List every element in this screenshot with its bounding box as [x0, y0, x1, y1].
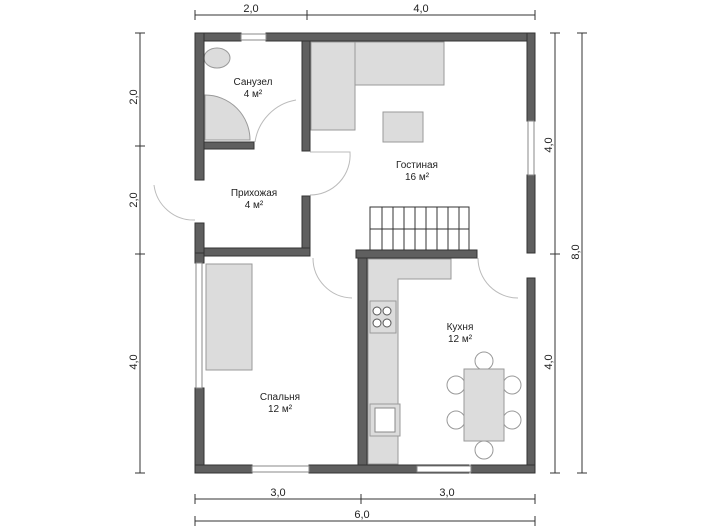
bed [205, 263, 253, 371]
room-name-kitchen: Кухня [447, 322, 474, 333]
dim-left-3: 4,0 [128, 354, 140, 369]
dim-right-total: 8,0 [570, 244, 582, 259]
room-name-bathroom: Санузел [234, 77, 273, 88]
dim-left-2: 2,0 [128, 192, 140, 207]
room-area-kitchen: 12 м² [448, 334, 473, 345]
toilet [203, 47, 231, 69]
sofa-corner [310, 41, 356, 131]
doors [153, 99, 519, 299]
room-area-living: 16 м² [405, 172, 430, 183]
room-area-hallway: 4 м² [245, 200, 264, 211]
room-name-hallway: Прихожая [231, 188, 277, 199]
dim-top-2: 4,0 [413, 3, 428, 15]
windows [195, 33, 535, 473]
room-name-living: Гостиная [396, 160, 438, 171]
stairs [369, 206, 470, 252]
stove [369, 300, 397, 334]
dim-left-1: 2,0 [128, 89, 140, 104]
room-name-bedroom: Спальня [260, 392, 300, 403]
dim-right-1: 4,0 [543, 137, 555, 152]
coffee-table [382, 111, 424, 143]
dim-top-1: 2,0 [243, 3, 258, 15]
dim-bottom-1: 3,0 [270, 487, 285, 499]
shower [204, 94, 251, 141]
dim-bottom-2: 3,0 [439, 487, 454, 499]
dim-right-2: 4,0 [543, 354, 555, 369]
room-area-bathroom: 4 м² [244, 89, 263, 100]
furniture [203, 41, 522, 465]
room-area-bedroom: 12 м² [268, 404, 293, 415]
dim-bottom-total: 6,0 [354, 509, 369, 521]
dimension-lines [135, 10, 587, 526]
